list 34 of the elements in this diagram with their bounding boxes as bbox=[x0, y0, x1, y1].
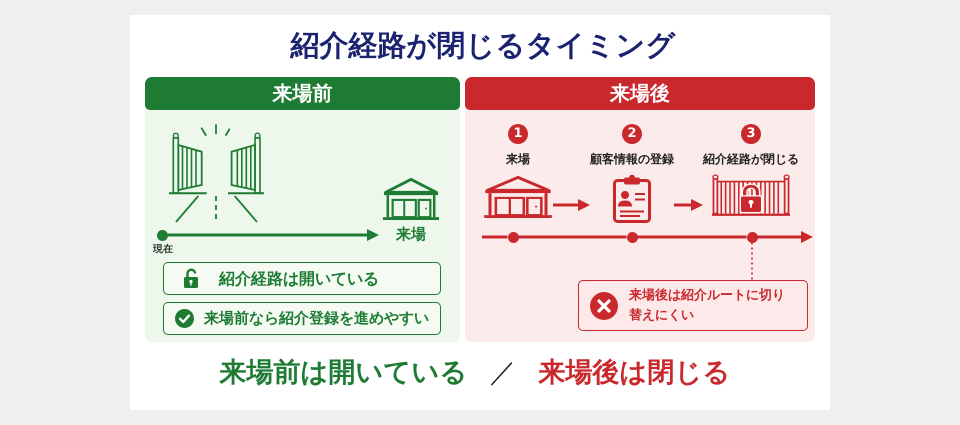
step-number: 3 bbox=[741, 124, 761, 144]
timeline-arrow bbox=[758, 231, 813, 243]
place-label: 来場 bbox=[396, 225, 426, 243]
timeline-line bbox=[638, 236, 746, 238]
callout-text: 来場後は紹介ルートに切り替えにくい bbox=[629, 287, 786, 324]
note-box bbox=[163, 302, 441, 335]
step-number: 2 bbox=[622, 124, 642, 144]
leader-line bbox=[751, 242, 753, 280]
summary-text: 来場後は閉じる bbox=[538, 356, 730, 390]
callout-box bbox=[578, 280, 808, 331]
panel-heading: 来場前 bbox=[145, 77, 460, 110]
timeline-arrow bbox=[168, 229, 379, 241]
panel-heading: 来場後 bbox=[465, 77, 815, 110]
timeline-dot bbox=[508, 232, 518, 242]
arrow bbox=[553, 199, 590, 211]
arrow bbox=[674, 199, 703, 211]
note-text: 紹介経路は開いている bbox=[219, 268, 379, 290]
title: 紹介経路が閉じるタイミング bbox=[290, 27, 676, 64]
timeline-line bbox=[482, 236, 508, 238]
note-text: 来場前なら紹介登録を進めやすい bbox=[204, 308, 429, 330]
step-number: 1 bbox=[508, 124, 528, 144]
timeline-line bbox=[518, 236, 626, 238]
panel bbox=[465, 77, 815, 342]
timeline-dot bbox=[157, 230, 168, 240]
step-label: 来場 bbox=[506, 151, 530, 167]
time-label: 現在 bbox=[153, 243, 173, 256]
summary-text: 来場前は開いている bbox=[220, 356, 468, 390]
note-box bbox=[163, 262, 441, 295]
timeline-dot bbox=[626, 232, 638, 242]
panel bbox=[145, 77, 460, 342]
step-label: 顧客情報の登録 bbox=[590, 151, 674, 167]
separator: ／ bbox=[490, 356, 516, 390]
step-label: 紹介経路が閉じる bbox=[703, 151, 799, 167]
timeline-dot bbox=[746, 232, 758, 242]
